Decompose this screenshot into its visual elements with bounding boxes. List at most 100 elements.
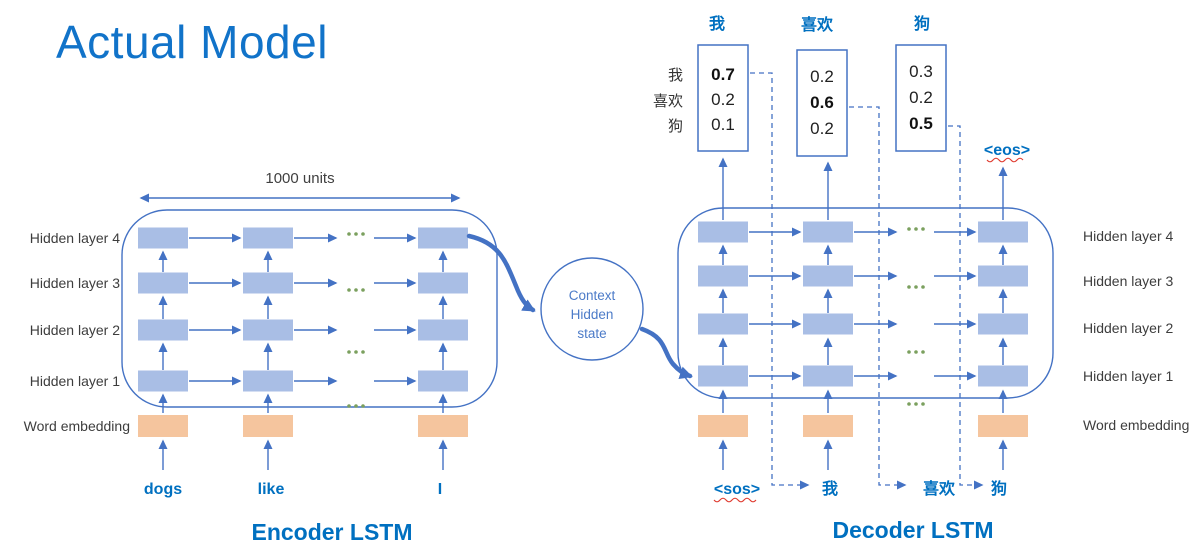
layer-label: Hidden layer 3 bbox=[30, 275, 120, 291]
lstm-cell bbox=[138, 319, 188, 341]
input-word: 喜欢 bbox=[923, 479, 956, 498]
layer-label: Hidden layer 1 bbox=[1083, 368, 1173, 384]
prob-value: 0.2 bbox=[909, 88, 933, 107]
prob-value: 0.2 bbox=[810, 67, 834, 86]
encoder-layer-labels: Hidden layer 4 Hidden layer 3 Hidden lay… bbox=[24, 230, 130, 434]
decoder-ellipsis bbox=[907, 227, 925, 406]
embedding-cell bbox=[418, 415, 468, 437]
encoder-to-context-arrow bbox=[466, 233, 536, 313]
lstm-cell bbox=[243, 319, 293, 341]
prob-value: 0.6 bbox=[810, 93, 834, 112]
probability-columns: 0.7 0.2 0.1 0.2 0.6 0.2 0.3 0.2 0.5 bbox=[697, 44, 947, 157]
layer-label: Hidden layer 1 bbox=[30, 373, 120, 389]
vocab-label: 喜欢 bbox=[653, 93, 683, 110]
decoder-cells bbox=[698, 221, 1028, 437]
embedding-cell bbox=[803, 415, 853, 437]
units-label: 1000 units bbox=[265, 170, 334, 187]
lstm-cell bbox=[138, 272, 188, 294]
lstm-cell bbox=[803, 313, 853, 335]
vocab-label: 狗 bbox=[668, 118, 683, 135]
lstm-cell bbox=[243, 272, 293, 294]
embedding-cell bbox=[243, 415, 293, 437]
dots-icon bbox=[347, 232, 365, 236]
encoder-caption: Encoder LSTM bbox=[251, 519, 412, 545]
encoder-horizontal-arrows bbox=[189, 233, 417, 386]
lstm-cell bbox=[803, 221, 853, 243]
decoder-layer-labels: Hidden layer 4 Hidden layer 3 Hidden lay… bbox=[1083, 228, 1189, 433]
input-word: 我 bbox=[822, 479, 838, 498]
dots-icon bbox=[347, 350, 365, 354]
lstm-cell bbox=[418, 272, 468, 294]
lstm-cell bbox=[418, 319, 468, 341]
lstm-cell bbox=[803, 265, 853, 287]
dots-icon bbox=[907, 227, 925, 231]
feedback-dashed-line bbox=[750, 72, 810, 490]
prob-box bbox=[796, 49, 848, 157]
prob-value: 0.5 bbox=[909, 114, 933, 133]
lstm-cell bbox=[138, 370, 188, 392]
squiggle-underline bbox=[713, 497, 757, 503]
embedding-cell bbox=[138, 415, 188, 437]
lstm-cell bbox=[978, 313, 1028, 335]
dots-icon bbox=[347, 404, 365, 408]
lstm-cell bbox=[698, 313, 748, 335]
layer-label: Hidden layer 3 bbox=[1083, 273, 1173, 289]
lstm-cell bbox=[698, 265, 748, 287]
embedding-cell bbox=[978, 415, 1028, 437]
encoder-ellipsis bbox=[347, 232, 365, 408]
lstm-cell bbox=[803, 365, 853, 387]
output-label: 狗 bbox=[914, 14, 930, 33]
embedding-label: Word embedding bbox=[24, 418, 130, 434]
context-to-decoder-arrow bbox=[639, 326, 693, 380]
dots-icon bbox=[907, 350, 925, 354]
dots-icon bbox=[907, 402, 925, 406]
lstm-cell bbox=[698, 365, 748, 387]
context-circle bbox=[540, 257, 644, 361]
input-word: I bbox=[438, 481, 442, 498]
prob-box bbox=[697, 44, 749, 152]
dots-icon bbox=[347, 288, 365, 292]
decoder-vertical-arrows bbox=[718, 157, 1008, 470]
lstm-cell bbox=[978, 265, 1028, 287]
vocab-labels: 我 喜欢 狗 bbox=[653, 67, 683, 135]
context-text: Context bbox=[569, 288, 616, 303]
layer-label: Hidden layer 2 bbox=[1083, 320, 1173, 336]
lstm-cell bbox=[418, 370, 468, 392]
prob-value: 0.7 bbox=[711, 65, 735, 84]
input-word: 狗 bbox=[991, 479, 1007, 498]
layer-label: Hidden layer 4 bbox=[1083, 228, 1173, 244]
layer-label: Hidden layer 2 bbox=[30, 322, 120, 338]
eos-token: <eos> bbox=[984, 142, 1030, 159]
context-text: state bbox=[577, 326, 606, 341]
feedback-dashed-line bbox=[948, 125, 984, 490]
prob-value: 0.1 bbox=[711, 115, 735, 134]
decoder-horizontal-arrows bbox=[749, 227, 977, 381]
lstm-cell bbox=[978, 221, 1028, 243]
output-label: 我 bbox=[709, 14, 725, 33]
lstm-cell bbox=[698, 221, 748, 243]
lstm-cell bbox=[243, 370, 293, 392]
decoder-container bbox=[677, 207, 1054, 399]
lstm-cell bbox=[243, 227, 293, 249]
lstm-cell bbox=[978, 365, 1028, 387]
encoder-vertical-arrows bbox=[158, 250, 448, 470]
feedback-dashed-line bbox=[849, 106, 907, 490]
dots-icon bbox=[907, 285, 925, 289]
prob-box bbox=[895, 44, 947, 152]
output-label: 喜欢 bbox=[801, 15, 834, 34]
input-word: like bbox=[258, 481, 285, 498]
vocab-label: 我 bbox=[668, 67, 683, 84]
embedding-cell bbox=[698, 415, 748, 437]
input-word: dogs bbox=[144, 481, 182, 498]
lstm-cell bbox=[418, 227, 468, 249]
decoder-caption: Decoder LSTM bbox=[832, 517, 993, 543]
lstm-cell bbox=[138, 227, 188, 249]
page-title: Actual Model bbox=[56, 16, 328, 68]
prob-value: 0.3 bbox=[909, 62, 933, 81]
encoder-container bbox=[121, 209, 498, 408]
embedding-label: Word embedding bbox=[1083, 417, 1189, 433]
sos-token: <sos> bbox=[714, 481, 760, 498]
context-text: Hidden bbox=[571, 307, 614, 322]
